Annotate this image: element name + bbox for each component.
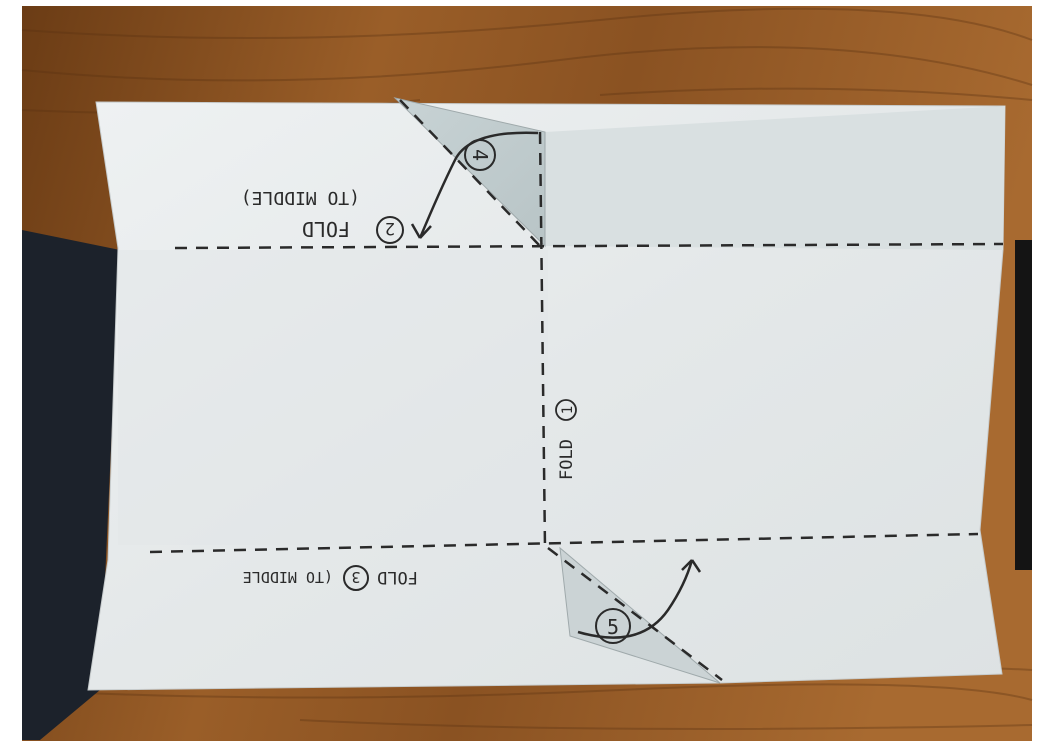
step-4-number: 4 bbox=[468, 149, 492, 161]
fold-3-note: (TO MIDDLE bbox=[243, 568, 333, 586]
step-5-number: 5 bbox=[607, 615, 619, 639]
fold-2-number: 2 bbox=[385, 218, 395, 238]
label-fold-3: FOLD 3 (TO MIDDLE bbox=[243, 566, 418, 590]
folded-paper bbox=[88, 98, 1005, 690]
fold-3-number: 3 bbox=[351, 568, 360, 586]
dark-object-right bbox=[1015, 240, 1032, 570]
fold-2-text: FOLD bbox=[302, 217, 350, 241]
fold-1-number: 1 bbox=[560, 406, 576, 414]
fold-1-text: FOLD bbox=[557, 439, 577, 480]
label-fold-1: FOLD 1 bbox=[556, 400, 577, 480]
fold-2-note: (TO MIDDLE) bbox=[241, 187, 360, 208]
fold-3-text: FOLD bbox=[377, 567, 418, 587]
